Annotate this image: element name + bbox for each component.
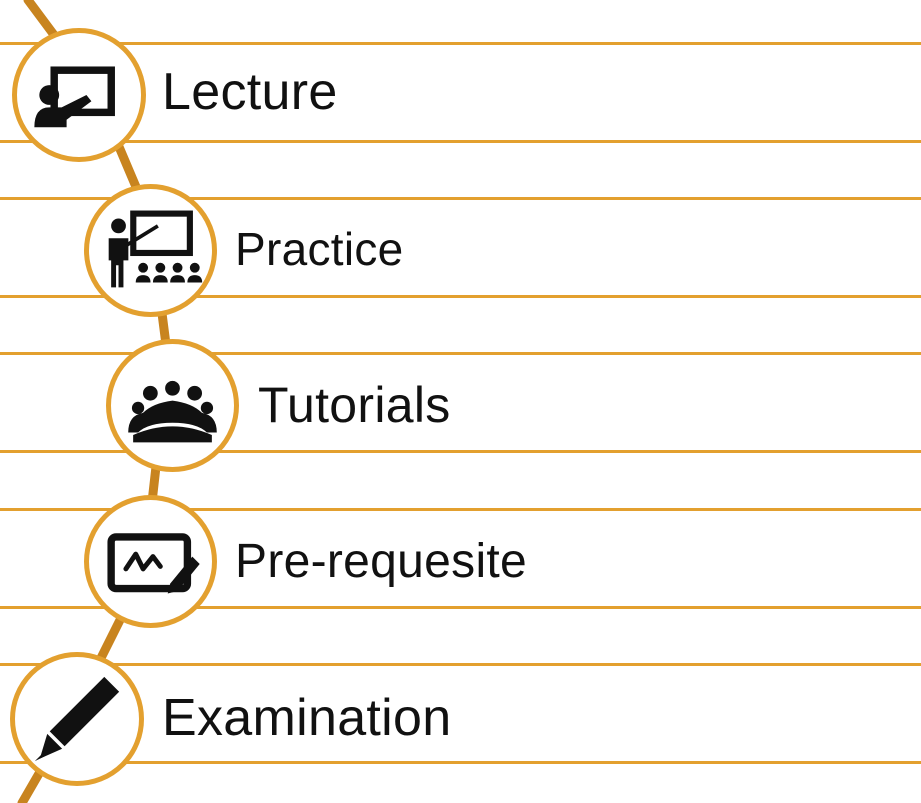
band-tutorials [0,352,921,453]
badge-lecture [12,28,146,162]
badge-prerequisite [84,495,217,628]
label-prerequisite: Pre-requesite [235,535,528,588]
band-practice [0,197,921,298]
label-lecture: Lecture [162,63,338,121]
band-lecture [0,42,921,143]
presentation-board-icon [34,66,115,128]
label-practice: Practice [235,223,404,275]
badge-practice [84,184,217,317]
band-examination [0,663,921,764]
label-examination: Examination [162,689,452,747]
group-meeting-icon [128,380,217,443]
badge-tutorials [106,339,239,472]
label-tutorials: Tutorials [258,377,451,433]
whiteboard-tablet-icon [107,533,200,594]
pencil-icon [34,676,120,762]
badge-examination [10,652,144,786]
band-prerequisite [0,508,921,609]
teacher-classroom-icon [108,210,203,288]
